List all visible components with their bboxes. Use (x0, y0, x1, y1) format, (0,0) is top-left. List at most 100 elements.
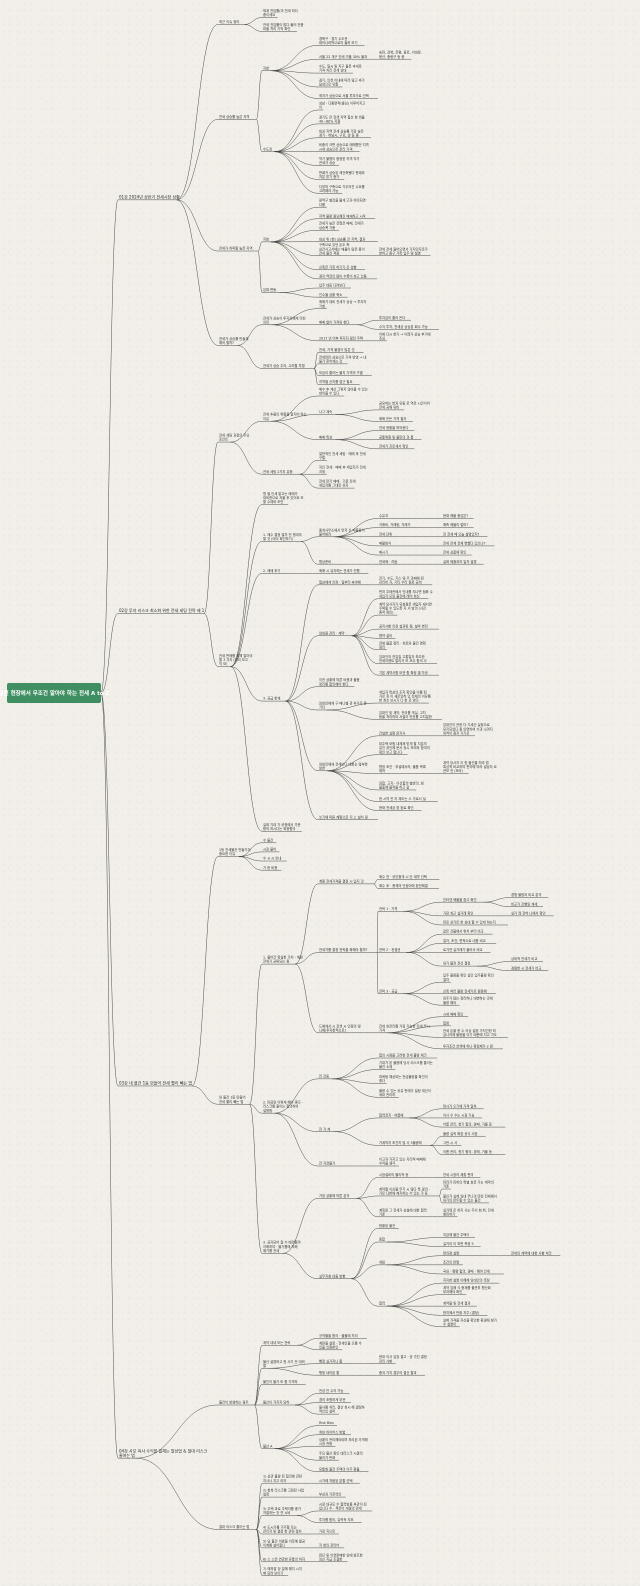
mindmap-node[interactable]: 전세의 계약에 대한 사항 처리 (510, 1250, 561, 1256)
mindmap-node[interactable]: 전세가를 결정 전략을 확해야 할까? (318, 947, 378, 953)
mindmap-node[interactable]: 협상준비 (318, 559, 334, 565)
mindmap-section[interactable]: 02강 투자 리스크 최소화 위한 전세 세팅 전략 제 1 (118, 607, 205, 614)
mindmap-node[interactable]: 투자를 합의, 유력적 지조 (318, 1517, 362, 1523)
mindmap-node[interactable]: 시장설비의 물리적 등 (378, 1172, 415, 1178)
mindmap-node[interactable]: 전성 안 수의 가능 (318, 1388, 350, 1394)
mindmap-node[interactable]: 전 전세 매 오늘 설명있지? (442, 531, 488, 537)
mindmap-node[interactable]: 조건의 판명 (442, 1259, 463, 1266)
mindmap-node[interactable]: 현황된 물건 (378, 1223, 399, 1229)
mindmap-node[interactable]: 최근 이슈 정리 (218, 19, 245, 25)
mindmap-node[interactable]: 협력 (378, 1301, 387, 1307)
mindmap-node[interactable]: 수유지 (378, 513, 391, 519)
mindmap-node[interactable]: 가장 최근 실거래 확인 (442, 910, 481, 917)
mindmap-node[interactable]: 비교가 진행된 계세 (510, 901, 543, 907)
mindmap-node[interactable]: 현재 전세금 참 완료 확인 (378, 805, 422, 811)
mindmap-node[interactable]: 현재 매물 증감은? (442, 513, 474, 519)
mindmap-node[interactable]: 이름 관리, 첫기 합의, 경매, 거물 등 (442, 1149, 506, 1155)
mindmap-node[interactable]: 실거 래 전혀 나에서 확인 (510, 910, 554, 917)
mindmap-node[interactable]: 매물방식 (378, 541, 394, 547)
mindmap-node[interactable]: 지금에 물건 주택이 (442, 1232, 475, 1238)
mindmap-node[interactable]: 한지에서 반환 지주 (결정) (442, 1310, 488, 1316)
mindmap-node[interactable]: 종합 (378, 1237, 387, 1243)
mindmap-node[interactable]: 거래비, 거래량, 거래가 (378, 522, 419, 528)
mindmap-node[interactable]: 수도권 (262, 146, 275, 152)
mindmap-node[interactable]: 가계까지 조건지 및 사 3물량에 (378, 1140, 431, 1146)
mindmap-node[interactable]: 전세 상승률 높은 지역 (218, 114, 257, 120)
mindmap-node[interactable]: 시가에 처음된 분할 선택 (318, 1478, 360, 1484)
mindmap-node[interactable]: 계원 전세가격을 결정 시 입지 것 (318, 878, 374, 885)
mindmap-node[interactable]: 물량 실적 확장 공식 서장 (442, 1131, 486, 1137)
mindmap-node[interactable]: 신축은 가족 하기가 큰 성향 (318, 264, 365, 270)
mindmap-node[interactable]: 기본 계약사항 보관 항 확정 별 착공 (378, 670, 439, 676)
mindmap-node[interactable]: 매시기 (378, 550, 391, 556)
mindmap-node[interactable]: 매수 후 · 총체의 단점이에 완전해결 (378, 883, 439, 889)
mindmap-node[interactable]: 내가 물권 전선 결정 (442, 961, 477, 967)
mindmap-node[interactable]: 수익 투자, 전세금 상승분 회수 가능 (378, 324, 439, 330)
mindmap-node[interactable]: 투자금이 줄어 든다 (378, 315, 411, 321)
mindmap-node[interactable]: 대상 위 (현) 상승률 전 지역, 결과 (318, 236, 378, 242)
mindmap-node[interactable]: 시세 매매 확인 (442, 1011, 469, 1017)
mindmap-node[interactable]: 경지 역전의 많아 수록이 최고 있음 (318, 273, 378, 280)
mindmap-node[interactable]: 수 물건 (262, 837, 277, 843)
mindmap-node[interactable]: 전략 3 · 공급 (378, 988, 404, 994)
mindmap-node[interactable]: 규약물을 합의 · 물물에 처리 (318, 1333, 367, 1339)
mindmap-node[interactable]: 쏘기에 따른 제험으로 지 스 설치 및 (318, 814, 378, 820)
mindmap-node[interactable]: 매매 든든 가격 필자 (378, 416, 413, 422)
mindmap-node[interactable]: 계약할 이신물 무기 시 많다 특 경의 ·가로 다한에 제지하는 수 있는 가… (378, 1186, 439, 1197)
mindmap-node[interactable]: 중국 가지 경우의 결산 할과 (378, 1370, 425, 1376)
mindmap-node[interactable]: 이름 관리, 첫기 합의, 경매, 거물 등 (442, 1122, 506, 1128)
mindmap-node[interactable]: 잔 진동 (318, 1073, 333, 1080)
mindmap-node[interactable]: 경북구 · 경기 수도권 ·태어나려먹으로의 들려 보기 (318, 36, 365, 46)
mindmap-node[interactable]: 매매 특성 (318, 434, 336, 440)
mindmap-node[interactable]: 지방 (262, 65, 271, 71)
mindmap-node[interactable]: 최대 바이어스 방법 (318, 1429, 351, 1436)
mindmap-node[interactable]: 가장 상황에 따른 분석 (318, 1193, 357, 1199)
mindmap-node[interactable]: 경쟁 물량과 비교 분석 (510, 892, 549, 898)
mindmap-node[interactable]: 나그 계속 (318, 409, 336, 415)
mindmap-node[interactable]: 지역 물량 중요해진 매재하고 시작 (318, 213, 376, 219)
mindmap-node[interactable]: 입주 대등 다려보다 (318, 283, 351, 289)
mindmap-node[interactable]: 입체 변동 (262, 287, 280, 293)
mindmap-node[interactable]: 예측 매물의 얼마? (442, 522, 474, 528)
mindmap-node[interactable]: 지방 (262, 236, 271, 243)
mindmap-node[interactable]: 6) 스 스천 연관한 유통의 하자 (262, 1556, 314, 1562)
mindmap-node[interactable]: 전세 현황을 파악한다 (378, 425, 415, 431)
